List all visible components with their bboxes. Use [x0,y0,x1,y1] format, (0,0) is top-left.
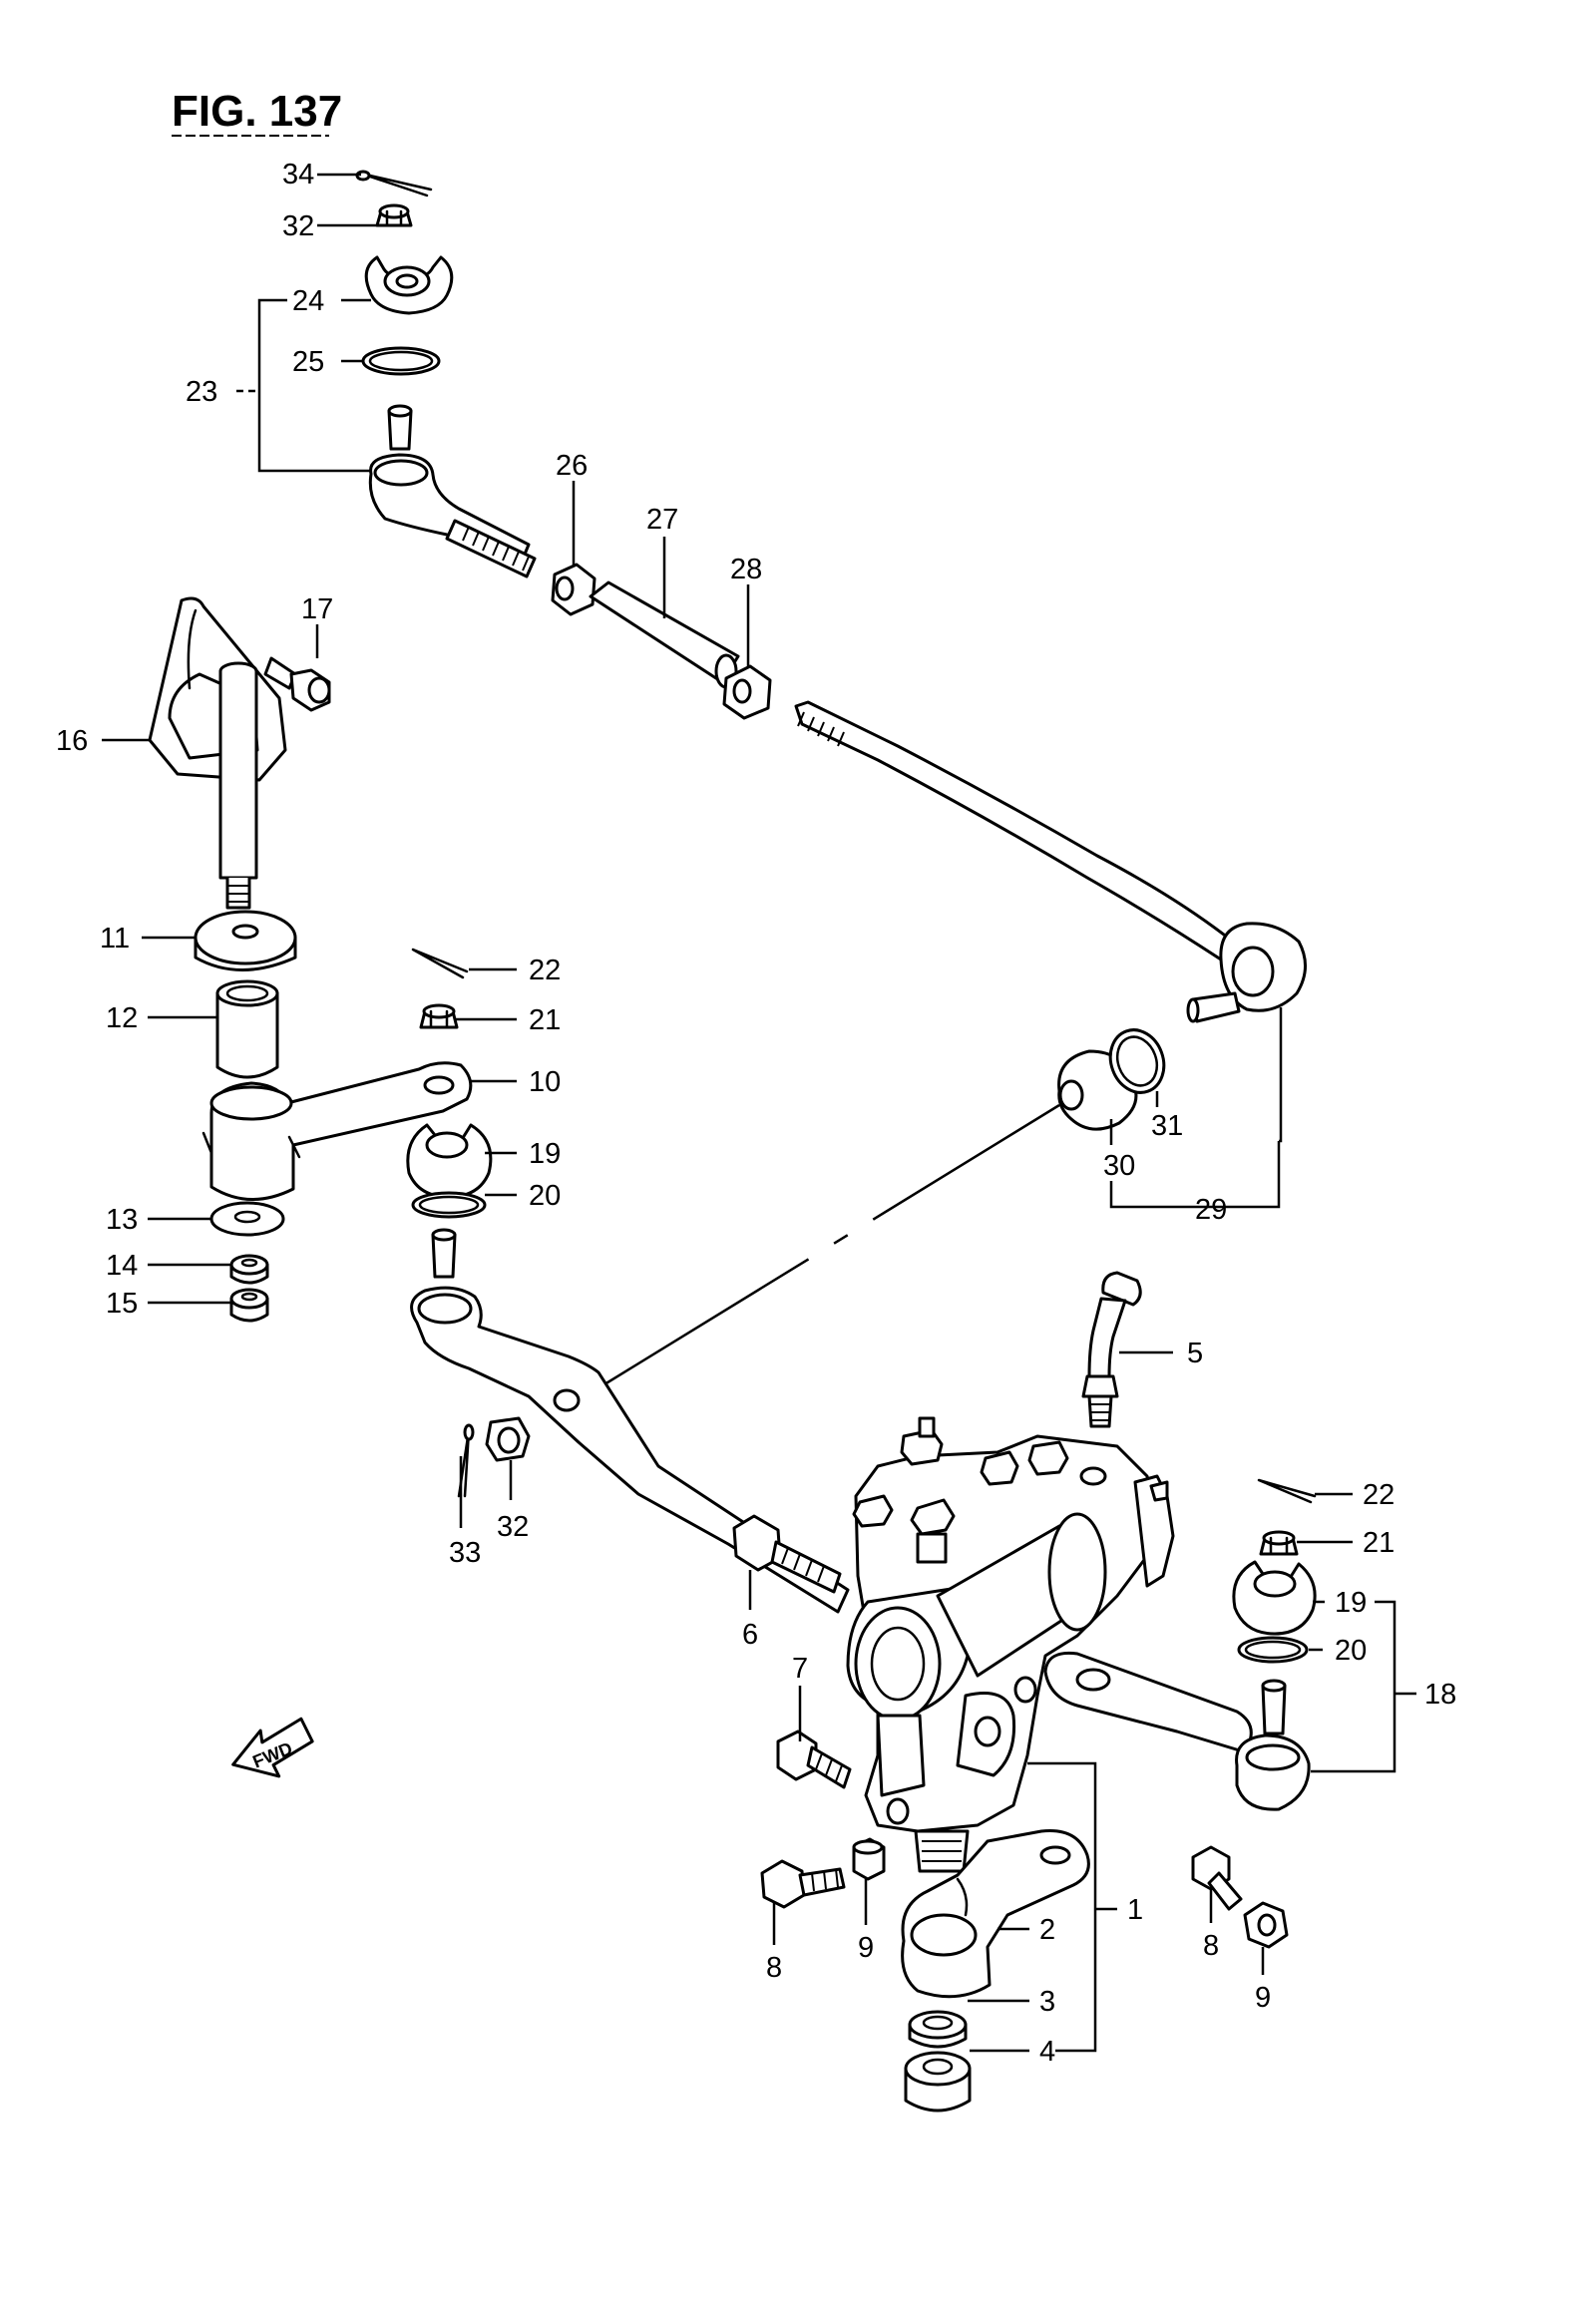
callout-6: 6 [742,1619,758,1651]
part-washer-11 [194,910,297,971]
part-tie-rod-end-18 [1043,1651,1311,1811]
part-ring-31 [1108,1028,1166,1094]
part-pitman-arm-2 [901,1829,1090,1999]
part-ring-20b [1237,1636,1309,1664]
callout-30: 30 [1103,1150,1135,1182]
callout-16: 16 [56,725,88,757]
callout-21: 21 [529,1004,561,1036]
part-tie-rod-end-23 [368,404,537,578]
leader-lines [102,173,1416,2053]
callout-27: 27 [646,504,678,536]
callout-33: 33 [449,1537,481,1569]
callout-8a: 8 [766,1952,782,1984]
callout-20: 20 [529,1180,561,1212]
callout-5: 5 [1187,1338,1203,1369]
callout-22b: 22 [1363,1479,1395,1511]
part-idler-arm-10 [201,1061,473,1201]
part-cotter-pin-22a [411,948,469,979]
part-bolt-8a [760,1859,846,1909]
part-washer-3 [908,2010,968,2049]
callout-3: 3 [1039,1986,1055,2018]
callout-26: 26 [556,450,588,482]
part-ring-25 [361,346,441,376]
part-washer-14 [229,1254,269,1285]
callout-13: 13 [106,1204,138,1236]
callout-14: 14 [106,1250,138,1282]
callout-22: 22 [529,955,561,986]
callout-12: 12 [106,1002,138,1034]
part-bracket-16 [148,596,287,782]
part-adjuster-bolt-6 [732,1514,842,1594]
part-bushing-12 [215,979,279,1079]
callout-8b: 8 [1203,1930,1219,1962]
part-boot-19b [1232,1560,1317,1636]
callout-9a: 9 [858,1932,874,1964]
callout-29: 29 [1195,1194,1227,1226]
part-bolt-17 [263,656,331,712]
part-castle-nut-32b [485,1416,531,1462]
part-castle-nut-21a [419,1003,459,1029]
part-nut-4 [904,2051,972,2113]
part-castle-nut-21b [1259,1530,1299,1556]
callouts: 34 32 24 25 23 26 27 28 17 16 11 22 21 1… [56,159,1456,2068]
callout-21b: 21 [1363,1527,1395,1559]
part-bolt-7 [776,1730,852,1789]
part-nut-26 [551,563,597,616]
callout-11: 11 [100,923,130,955]
part-bolt-8b [1191,1845,1243,1911]
callout-19: 19 [529,1138,561,1170]
callout-2: 2 [1039,1914,1055,1946]
callout-28: 28 [730,554,762,585]
part-boot-19a [406,1123,493,1199]
callout-1: 1 [1127,1894,1143,1926]
part-nut-9b [1243,1901,1289,1949]
part-cotter-pin-34 [355,170,433,197]
figure-title: FIG. 137 [172,87,342,136]
part-dust-boot-24 [364,255,454,315]
callout-23: 23 [186,376,217,408]
callout-18: 18 [1424,1679,1456,1711]
callout-25: 25 [292,346,324,378]
callout-20b: 20 [1335,1635,1367,1667]
part-idler-shaft [218,661,258,910]
part-nut-15 [229,1288,269,1323]
part-ring-20a [411,1191,487,1219]
part-fitting-5 [1081,1271,1142,1428]
part-nut-28 [722,664,772,720]
part-sleeve-27 [589,580,740,689]
part-long-rod [794,700,1307,1023]
part-washer-13 [209,1201,285,1237]
callout-32b: 32 [497,1511,529,1543]
part-nut-9a [852,1837,886,1881]
callout-15: 15 [106,1288,138,1320]
fwd-arrow-icon: FWD [231,1717,314,1778]
callout-24: 24 [292,285,324,317]
callout-34: 34 [282,159,314,191]
callout-32: 32 [282,210,314,242]
callout-4: 4 [1039,2036,1055,2068]
part-cotter-pin-22b [1257,1478,1317,1504]
callout-9b: 9 [1255,1982,1271,2014]
callout-17: 17 [301,593,333,625]
callout-31: 31 [1151,1110,1183,1142]
callout-10: 10 [529,1066,561,1098]
part-castle-nut-32 [375,203,413,227]
callout-19b: 19 [1335,1587,1367,1619]
callout-7: 7 [792,1653,808,1685]
part-steering-gearbox [846,1416,1175,1873]
